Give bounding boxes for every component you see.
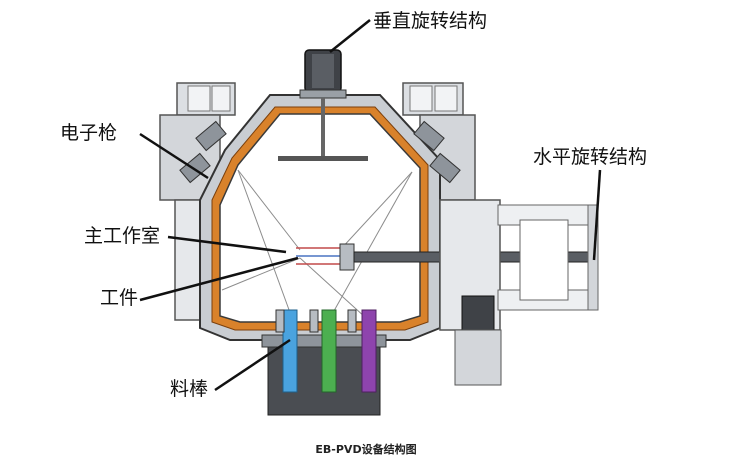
rod-blue [282, 309, 298, 393]
label-horizontal-rotation: 水平旋转结构 [533, 146, 648, 168]
rod-purple [361, 309, 377, 393]
electron-gun-right [413, 120, 461, 184]
label-main-chamber: 主工作室 [84, 225, 161, 247]
workpiece [296, 243, 355, 271]
material-rods [275, 309, 377, 393]
electron-gun-left [179, 120, 227, 184]
figure-caption: EB-PVD设备结构图 [315, 443, 417, 456]
label-workpiece: 工件 [100, 287, 139, 309]
electron-beams [221, 169, 413, 319]
callout-lines [139, 19, 602, 392]
label-electron-gun: 电子枪 [60, 122, 118, 144]
label-vertical-rotation: 垂直旋转结构 [373, 10, 488, 32]
label-material-rods: 料棒 [170, 378, 209, 400]
rod-green [321, 309, 337, 393]
vertical-rotation-mechanism [278, 49, 368, 161]
